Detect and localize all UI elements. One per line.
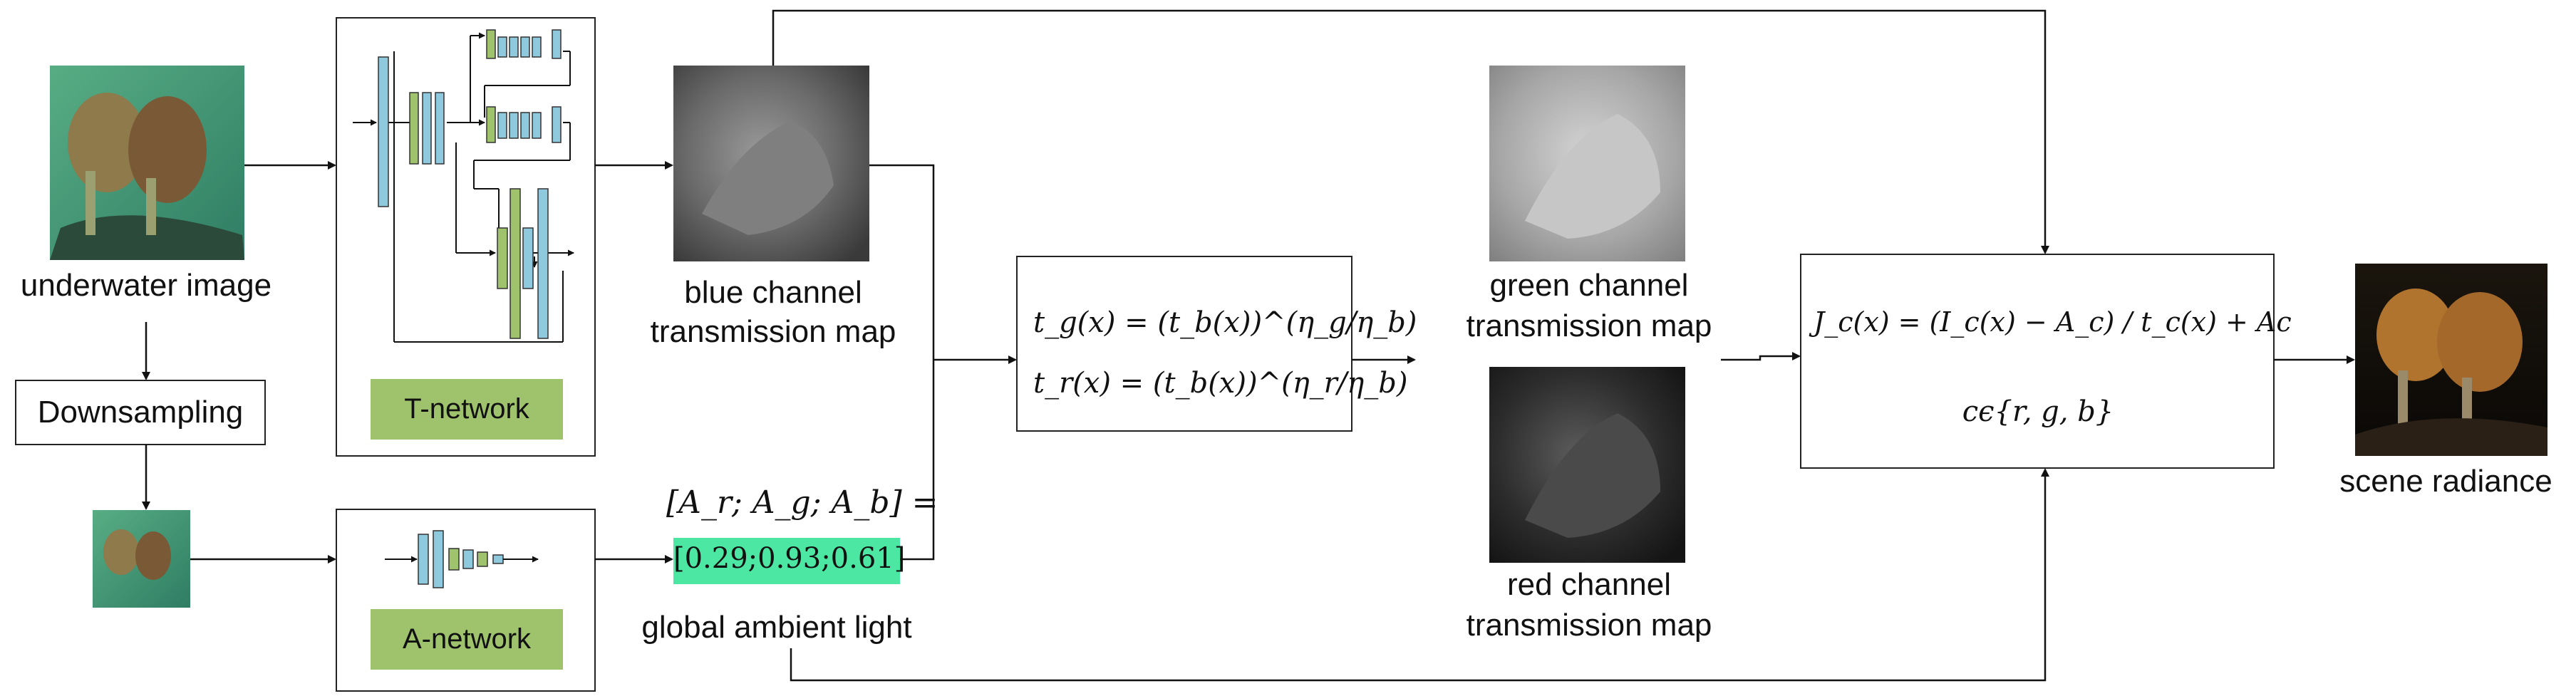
downsampling-box [15,380,266,445]
global-ambient-light-label: global ambient light [641,610,912,645]
red-channel-map-image [1489,367,1685,563]
downsampling-label: Downsampling [37,395,244,430]
blue-map-label-line2: transmission map [650,314,896,349]
t-network-label: T-network [371,379,563,440]
ambient-values-box [673,538,900,584]
underwater-image-label: underwater image [20,268,272,303]
a-network-architecture [385,530,539,588]
tg-equation: t_g(x) = (t_b(x))^(η_g/η_b) [1033,306,1417,339]
radiance-equation-box [1800,254,2275,469]
transmission-equation-box [1016,256,1352,432]
ambient-vector-label: [A_r; A_g; A_b] = [666,484,938,521]
red-map-label-line1: red channel [1507,567,1671,602]
blue-map-label-line1: blue channel [684,275,862,310]
jc-equation: J_c(x) = (I_c(x) − A_c) / t_c(x) + Ac [1814,306,2292,338]
t-network-architecture [353,32,574,343]
green-map-label-line1: green channel [1489,268,1689,303]
scene-radiance-label: scene radiance [2339,464,2552,499]
scene-radiance-image [2355,264,2547,456]
t-network-blocks [378,29,562,339]
a-network-label: A-network [371,609,563,670]
downsampled-image [93,510,190,608]
green-map-label-line2: transmission map [1466,308,1712,343]
ambient-values: [0.29;0.93;0.61] [673,542,906,575]
tr-equation: t_r(x) = (t_b(x))^(η_r/η_b) [1033,367,1408,400]
underwater-image [50,66,244,260]
red-map-label-line2: transmission map [1466,608,1712,643]
c-set: cϵ{r, g, b} [1962,395,2114,428]
green-channel-map-image [1489,66,1685,261]
flow-arrows [142,9,2355,682]
blue-channel-map-image [673,66,869,261]
